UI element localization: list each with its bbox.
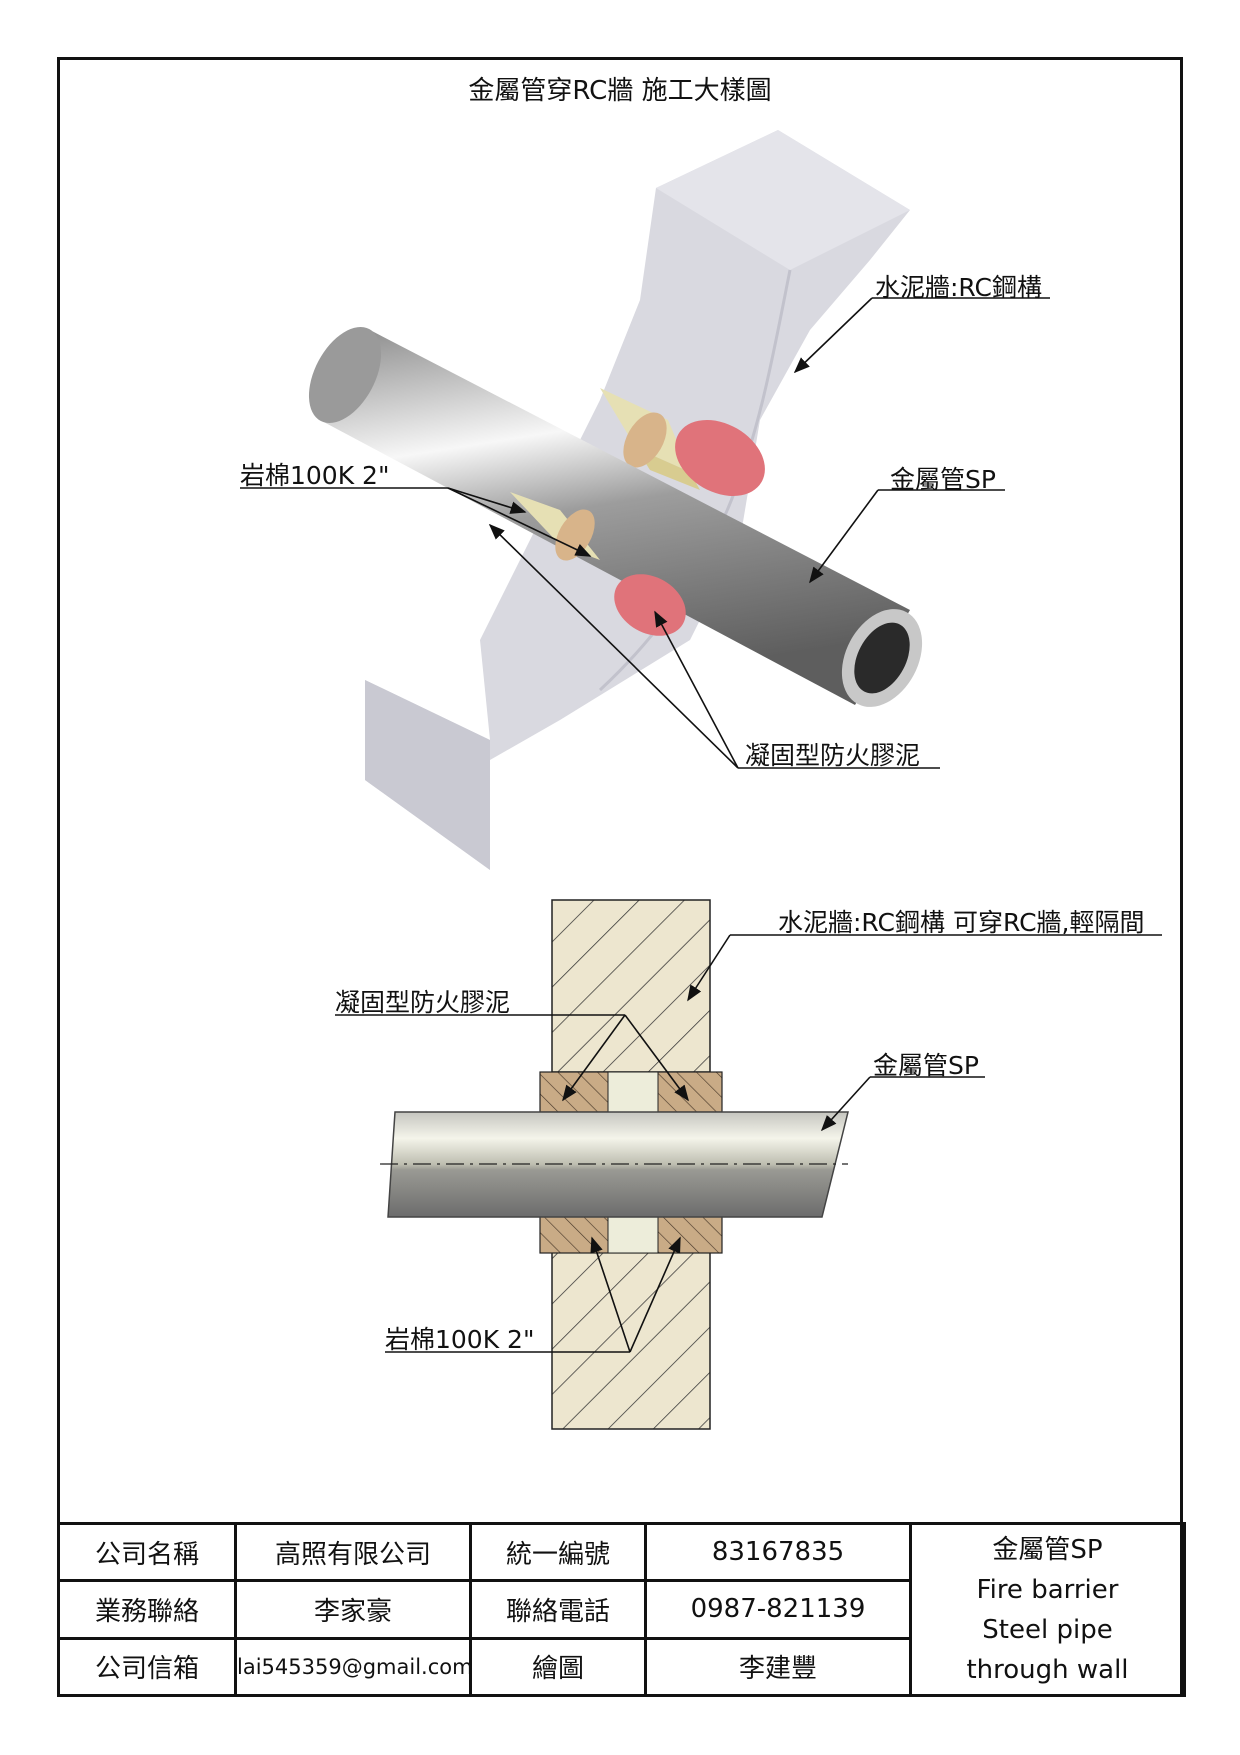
- title-block-row: 業務聯絡 李家豪 聯絡電話 0987-821139: [57, 1579, 1185, 1640]
- title-block-row: 公司名稱 高照有限公司 統一編號 83167835 金屬管SP Fire bar…: [57, 1521, 1186, 1697]
- section-pipe: [380, 1111, 849, 1218]
- phone-label: 聯絡電話: [469, 1579, 647, 1640]
- drafter-value: 李建豐: [644, 1636, 912, 1698]
- description-line: Fire barrier: [976, 1574, 1119, 1605]
- email-label: 公司信箱: [57, 1636, 237, 1698]
- description-line: Steel pipe: [982, 1614, 1113, 1645]
- tax-id-value: 83167835: [644, 1521, 912, 1583]
- iso-rockwool-front: [510, 492, 686, 636]
- description-line: 金屬管SP: [992, 1534, 1103, 1565]
- contact-value: 李家豪: [234, 1579, 472, 1640]
- title-block-row: 公司信箱 lai545359@gmail.com 繪圖 李建豐: [57, 1636, 1185, 1698]
- section-wall-label: 水泥牆:RC鋼構 可穿RC牆,輕隔間: [778, 908, 1145, 937]
- iso-rockwool-label: 岩棉100K 2": [240, 461, 390, 490]
- tax-id-label: 統一編號: [469, 1521, 647, 1583]
- company-name-label: 公司名稱: [57, 1521, 237, 1583]
- iso-wall-label: 水泥牆:RC鋼構: [875, 273, 1043, 302]
- company-name-value: 高照有限公司: [234, 1521, 472, 1583]
- drafter-label: 繪圖: [469, 1636, 647, 1698]
- drawing-description: 金屬管SP Fire barrier Steel pipe through wa…: [909, 1522, 1186, 1697]
- description-line: through wall: [966, 1654, 1129, 1685]
- title-block: 公司名稱 高照有限公司 統一編號 83167835 金屬管SP Fire bar…: [57, 1521, 1186, 1698]
- phone-value: 0987-821139: [644, 1579, 912, 1640]
- email-value: lai545359@gmail.com: [234, 1636, 473, 1698]
- section-pipe-label: 金屬管SP: [873, 1051, 979, 1080]
- iso-mortar-label: 凝固型防火膠泥: [745, 741, 921, 770]
- contact-label: 業務聯絡: [57, 1579, 237, 1640]
- leader-lines: [240, 297, 1162, 1353]
- section-mortar-label: 凝固型防火膠泥: [335, 988, 511, 1017]
- drawing-frame: [57, 57, 1183, 1697]
- iso-rockwool-back: [600, 388, 765, 496]
- section-wall: [551, 899, 711, 1430]
- iso-pipe-label: 金屬管SP: [890, 465, 996, 494]
- section-rockwool-label: 岩棉100K 2": [385, 1325, 535, 1354]
- iso-pipe: [308, 326, 923, 707]
- drawing-title: 金屬管穿RC牆 施工大樣圖: [468, 76, 772, 106]
